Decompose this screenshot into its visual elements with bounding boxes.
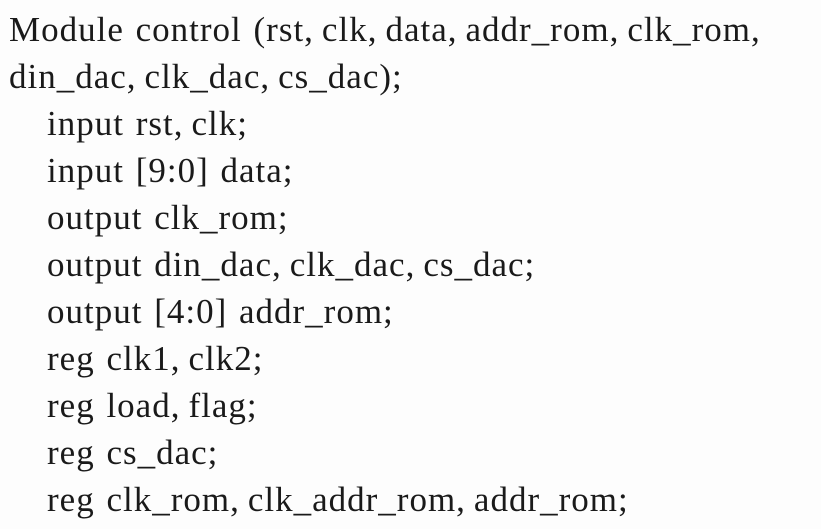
code-line: input [9:0] data; xyxy=(47,151,294,190)
code-line: output clk_rom; xyxy=(47,198,289,237)
code-line: input rst, clk; xyxy=(47,104,248,143)
code-line: output din_dac, clk_dac, cs_dac; xyxy=(47,245,536,284)
code-line: reg clk1, clk2; xyxy=(47,339,264,378)
code-line: reg clk_rom, clk_addr_rom, addr_rom; xyxy=(47,480,629,519)
code-line: din_dac, clk_dac, cs_dac); xyxy=(9,57,403,96)
code-listing: Module control (rst, clk, data, addr_rom… xyxy=(0,6,821,523)
code-line: Module control (rst, clk, data, addr_rom… xyxy=(9,10,769,49)
code-line: output [4:0] addr_rom; xyxy=(47,292,394,331)
code-line: reg cs_dac; xyxy=(47,433,219,472)
code-line: reg load, flag; xyxy=(47,386,258,425)
